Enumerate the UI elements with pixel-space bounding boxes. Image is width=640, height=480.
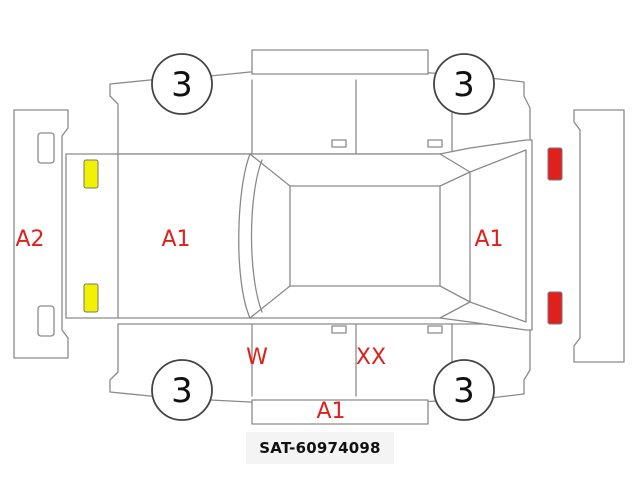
wheel-front-left: 3 [151, 53, 213, 115]
left-side-view [109, 49, 531, 155]
rear-bumper [573, 109, 625, 363]
stock-code-box: SAT-60974098 [246, 432, 394, 464]
wheel-front-left-label: 3 [171, 65, 193, 105]
left-headlight [83, 159, 99, 189]
right-headlight [83, 283, 99, 313]
mark-rear-glass: A1 [474, 227, 503, 252]
left-taillight [547, 147, 563, 181]
right-taillight [547, 291, 563, 325]
wheel-front-right-label: 3 [453, 65, 475, 105]
wheel-rear-left: 3 [151, 359, 213, 421]
stock-code: SAT-60974098 [259, 439, 381, 457]
mark-hood: A1 [161, 227, 190, 252]
mark-lower-left-side: W [246, 345, 268, 370]
wheel-rear-right-label: 3 [453, 371, 475, 411]
mark-front-bumper: A2 [15, 227, 44, 252]
wheel-rear-right: 3 [433, 359, 495, 421]
mark-bottom-rocker: A1 [316, 399, 345, 424]
wheel-front-right: 3 [433, 53, 495, 115]
wheel-rear-left-label: 3 [171, 371, 193, 411]
front-bumper [13, 109, 69, 359]
right-side-view [109, 323, 531, 425]
mark-lower-center-side: XX [356, 345, 386, 370]
top-plan-view [65, 139, 533, 331]
